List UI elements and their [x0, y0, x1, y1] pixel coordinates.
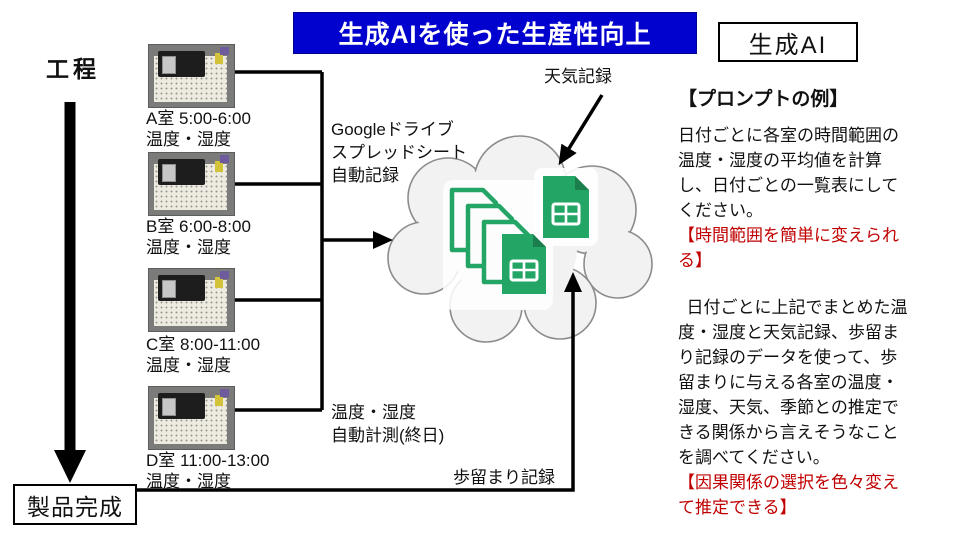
device-photo-a	[148, 44, 235, 108]
yield-label: 歩留まり記録	[453, 468, 555, 487]
component-yellow	[215, 161, 223, 172]
esp32-shield	[162, 56, 176, 74]
room-time-label: C室 8:00-11:00	[146, 335, 261, 354]
component-yellow	[215, 277, 223, 288]
device-label-b: B室 6:00-8:00 温度・湿度	[146, 216, 276, 258]
prompt-example-1: 日付ごとに各室の時間範囲の温度・湿度の平均値を計算し、日付ごとの一覧表にしてくだ…	[678, 126, 899, 220]
google-sheets-icon	[543, 176, 589, 238]
component-purple	[220, 271, 229, 279]
device-photo-b	[148, 152, 235, 216]
weather-arrow	[558, 94, 604, 166]
process-start-label: 工程	[46, 56, 100, 82]
google-sheets-icon	[502, 234, 546, 294]
measure-label: 温度・湿度	[146, 472, 231, 491]
component-purple	[220, 389, 229, 397]
esp32-shield	[162, 398, 176, 416]
prompt-1-highlight: 【時間範囲を簡単に変えられる】	[678, 226, 899, 270]
measure-label: 温度・湿度	[146, 238, 231, 257]
product-complete-box: 製品完成	[13, 484, 137, 525]
process-flow-arrow	[54, 102, 86, 483]
device-label-c: C室 8:00-11:00 温度・湿度	[146, 334, 276, 376]
prompt-example-2: 日付ごとに上記でまとめた温度・湿度と天気記録、歩留まり記録のデータを使って、歩留…	[678, 298, 908, 467]
room-time-label: B室 6:00-8:00	[146, 217, 251, 236]
room-time-label: D室 11:00-13:00	[146, 451, 270, 470]
title-banner: 生成AIを使った生産性向上	[293, 12, 697, 54]
measure-label: 温度・湿度	[146, 356, 231, 375]
measure-label: 温度・湿度	[146, 130, 231, 149]
device-photo-d	[148, 386, 235, 450]
google-sheets-stack-icon	[443, 168, 598, 310]
genai-label-box: 生成AI	[718, 22, 858, 62]
prompt-panel: 【プロンプトの例】 日付ごとに各室の時間範囲の温度・湿度の平均値を計算し、日付ご…	[678, 84, 914, 520]
device-label-a: A室 5:00-6:00 温度・湿度	[146, 108, 276, 150]
device-label-d: D室 11:00-13:00 温度・湿度	[146, 450, 276, 492]
prompt-2-highlight: 【因果関係の選択を色々変えて推定できる】	[678, 473, 899, 517]
yield-arrow	[134, 272, 582, 492]
prompt-heading: 【プロンプトの例】	[678, 89, 849, 110]
device-photo-c	[148, 268, 235, 332]
component-purple	[220, 155, 229, 163]
room-time-label: A室 5:00-6:00	[146, 109, 251, 128]
gdrive-note: Googleドライブ スプレッドシート 自動記録	[331, 120, 467, 185]
esp32-shield	[162, 164, 176, 182]
component-purple	[220, 47, 229, 55]
component-yellow	[215, 53, 223, 64]
component-yellow	[215, 395, 223, 406]
esp32-shield	[162, 280, 176, 298]
measure-note: 温度・湿度 自動計測(終日)	[331, 403, 445, 445]
device-bus-wires	[233, 70, 324, 412]
weather-label: 天気記録	[544, 67, 612, 86]
